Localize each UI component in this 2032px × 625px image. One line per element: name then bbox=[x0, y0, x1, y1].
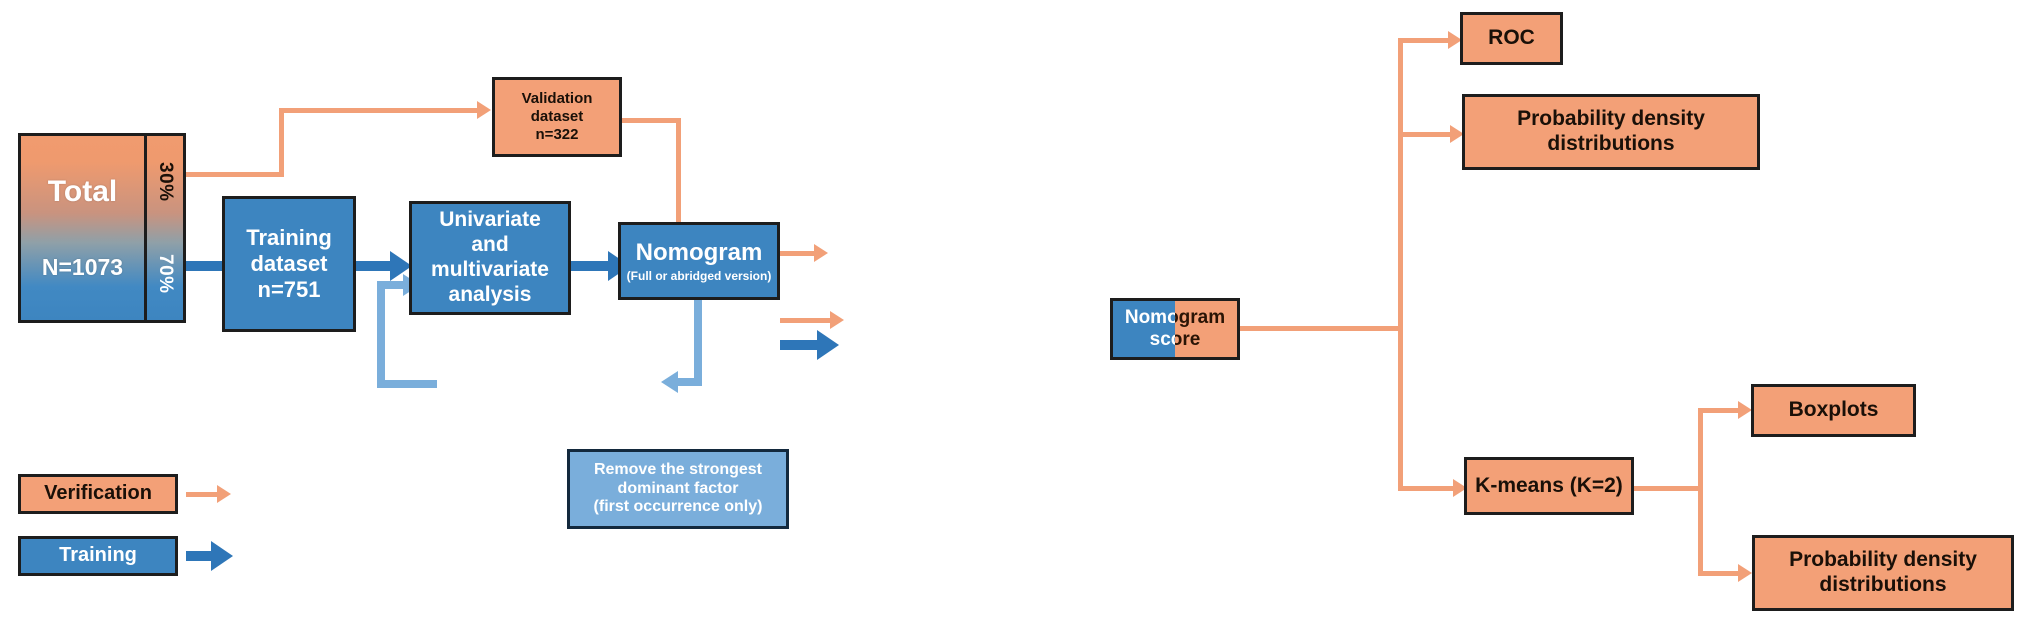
connector-bus-to-kmeans bbox=[1398, 486, 1456, 491]
validation-line-3: n=322 bbox=[535, 125, 579, 143]
arrowhead-to-pdd-bottom bbox=[1738, 564, 1752, 582]
validation-line-2: dataset bbox=[530, 108, 584, 126]
total-count: N=1073 bbox=[41, 254, 124, 281]
arrowhead-to-validation bbox=[477, 101, 491, 119]
arrowhead-to-boxplots bbox=[1738, 401, 1752, 419]
connector-remove-to-analysis-h bbox=[377, 380, 437, 388]
connector-bus-to-roc bbox=[1398, 38, 1450, 43]
training-dataset-box: Training dataset n=751 bbox=[222, 196, 356, 332]
roc-box: ROC bbox=[1460, 12, 1563, 65]
connector-bus-vertical bbox=[1398, 38, 1403, 490]
kmeans-label: K-means (K=2) bbox=[1475, 473, 1623, 497]
nomogram-subtitle: (Full or abridged version) bbox=[626, 269, 772, 284]
nomogram-score-line-1-light: Nomogram bbox=[1124, 307, 1226, 329]
connector-bus2-to-boxplots bbox=[1698, 408, 1740, 413]
arrowhead-to-pdd-top bbox=[1450, 125, 1464, 143]
analysis-line-2: and bbox=[471, 233, 509, 257]
split-30-cell: 30% bbox=[147, 136, 183, 228]
total-cohort-body: Total N=1073 bbox=[21, 136, 144, 320]
nomogram-score-text-dark: Nomogram score bbox=[1124, 301, 1237, 357]
connector-kmeans-to-bus2-h bbox=[1632, 486, 1702, 491]
connector-validation-to-nomogram-v bbox=[676, 118, 681, 254]
arrowhead-to-score-blue bbox=[817, 330, 839, 360]
roc-label: ROC bbox=[1488, 26, 1535, 50]
connector-nomogram-to-score-orange bbox=[780, 318, 832, 323]
legend-verification-label: Verification bbox=[44, 482, 152, 505]
pdd-top-line-2: distributions bbox=[1547, 132, 1675, 155]
connector-validation-to-nomogram-h bbox=[618, 118, 680, 123]
connector-total-to-training bbox=[186, 261, 230, 271]
nomogram-score-orange-half bbox=[1175, 301, 1237, 357]
total-cohort-box: Total N=1073 30% 70% bbox=[18, 133, 186, 323]
connector-remove-to-analysis-h2 bbox=[377, 281, 405, 289]
pdd-top-box: Probability density distributions bbox=[1462, 94, 1760, 170]
legend-arrowhead-training bbox=[211, 541, 233, 571]
split-30-label: 30% bbox=[155, 162, 176, 202]
pdd-top-line-1: Probability density bbox=[1517, 107, 1705, 131]
nomogram-score-line-2-light: score bbox=[1149, 329, 1201, 350]
remove-factor-line-2: dominant factor bbox=[617, 479, 739, 497]
connector-total-to-validation-v bbox=[279, 108, 284, 176]
legend-training-label: Training bbox=[59, 544, 137, 567]
validation-line-1: Validation bbox=[521, 90, 593, 108]
nomogram-score-line-2-dark: score bbox=[1149, 329, 1201, 350]
legend-arrow-verification-line bbox=[186, 492, 220, 497]
pdd-bottom-box: Probability density distributions bbox=[1752, 535, 2014, 611]
legend-verification-box: Verification bbox=[18, 474, 178, 514]
nomogram-score-line-1-dark: Nomogram bbox=[1124, 307, 1226, 329]
boxplots-box: Boxplots bbox=[1751, 384, 1916, 437]
split-70-label: 70% bbox=[155, 254, 176, 294]
connector-bus2-to-pdd-bottom bbox=[1698, 571, 1740, 576]
nomogram-box: Nomogram (Full or abridged version) bbox=[618, 222, 780, 300]
training-line-3: n=751 bbox=[257, 276, 321, 302]
total-split-column: 30% 70% bbox=[144, 136, 183, 320]
split-70-cell: 70% bbox=[147, 228, 183, 320]
pdd-bottom-line-2: distributions bbox=[1819, 573, 1947, 596]
arrowhead-to-roc bbox=[1448, 31, 1462, 49]
connector-nomogram-to-remove-h bbox=[678, 378, 702, 386]
arrowhead-to-analysis bbox=[390, 251, 412, 281]
legend-arrowhead-verification bbox=[217, 485, 231, 503]
connector-training-to-analysis bbox=[355, 261, 395, 271]
arrowhead-to-score-orange bbox=[830, 311, 844, 329]
kmeans-box: K-means (K=2) bbox=[1464, 457, 1634, 515]
nomogram-score-text: Nomogram score Nomogram score bbox=[1113, 301, 1237, 357]
connector-score-to-bus bbox=[1240, 326, 1402, 331]
connector-remove-to-analysis-v bbox=[377, 281, 385, 385]
legend-arrow-training-line bbox=[186, 551, 214, 561]
arrowhead-to-remove-factor bbox=[661, 371, 678, 393]
nomogram-score-blue-half bbox=[1113, 301, 1175, 357]
legend-training-box: Training bbox=[18, 536, 178, 576]
connector-bus-to-pdd-top bbox=[1398, 132, 1452, 137]
connector-nomogram-to-score-blue bbox=[780, 340, 820, 350]
total-label: Total bbox=[47, 174, 118, 208]
remove-factor-box: Remove the strongest dominant factor (fi… bbox=[567, 449, 789, 529]
connector-analysis-to-nomogram bbox=[570, 261, 612, 271]
arrowhead-to-nomogram-orange bbox=[814, 244, 828, 262]
nomogram-title: Nomogram bbox=[635, 238, 763, 266]
connector-total-to-validation-h1 bbox=[186, 172, 284, 177]
nomogram-score-text-light: Nomogram score bbox=[1113, 301, 1226, 357]
remove-factor-line-3: (first occurrence only) bbox=[593, 498, 763, 516]
analysis-line-4: analysis bbox=[448, 282, 532, 306]
connector-total-to-validation-h2 bbox=[279, 108, 479, 113]
training-line-1: Training bbox=[246, 225, 332, 251]
nomogram-score-box: Nomogram score Nomogram score bbox=[1110, 298, 1240, 360]
analysis-box: Univariate and multivariate analysis bbox=[409, 201, 571, 315]
connector-bus2-vertical bbox=[1698, 408, 1703, 576]
training-line-2: dataset bbox=[250, 251, 328, 277]
analysis-line-1: Univariate bbox=[439, 208, 541, 232]
connector-nomogram-to-remove-v bbox=[694, 300, 702, 383]
validation-dataset-box: Validation dataset n=322 bbox=[492, 77, 622, 157]
arrowhead-to-kmeans bbox=[1453, 479, 1467, 497]
pdd-bottom-line-1: Probability density bbox=[1789, 548, 1977, 572]
analysis-line-3: multivariate bbox=[431, 258, 549, 281]
boxplots-label: Boxplots bbox=[1788, 398, 1879, 422]
remove-factor-line-1: Remove the strongest bbox=[593, 460, 763, 478]
